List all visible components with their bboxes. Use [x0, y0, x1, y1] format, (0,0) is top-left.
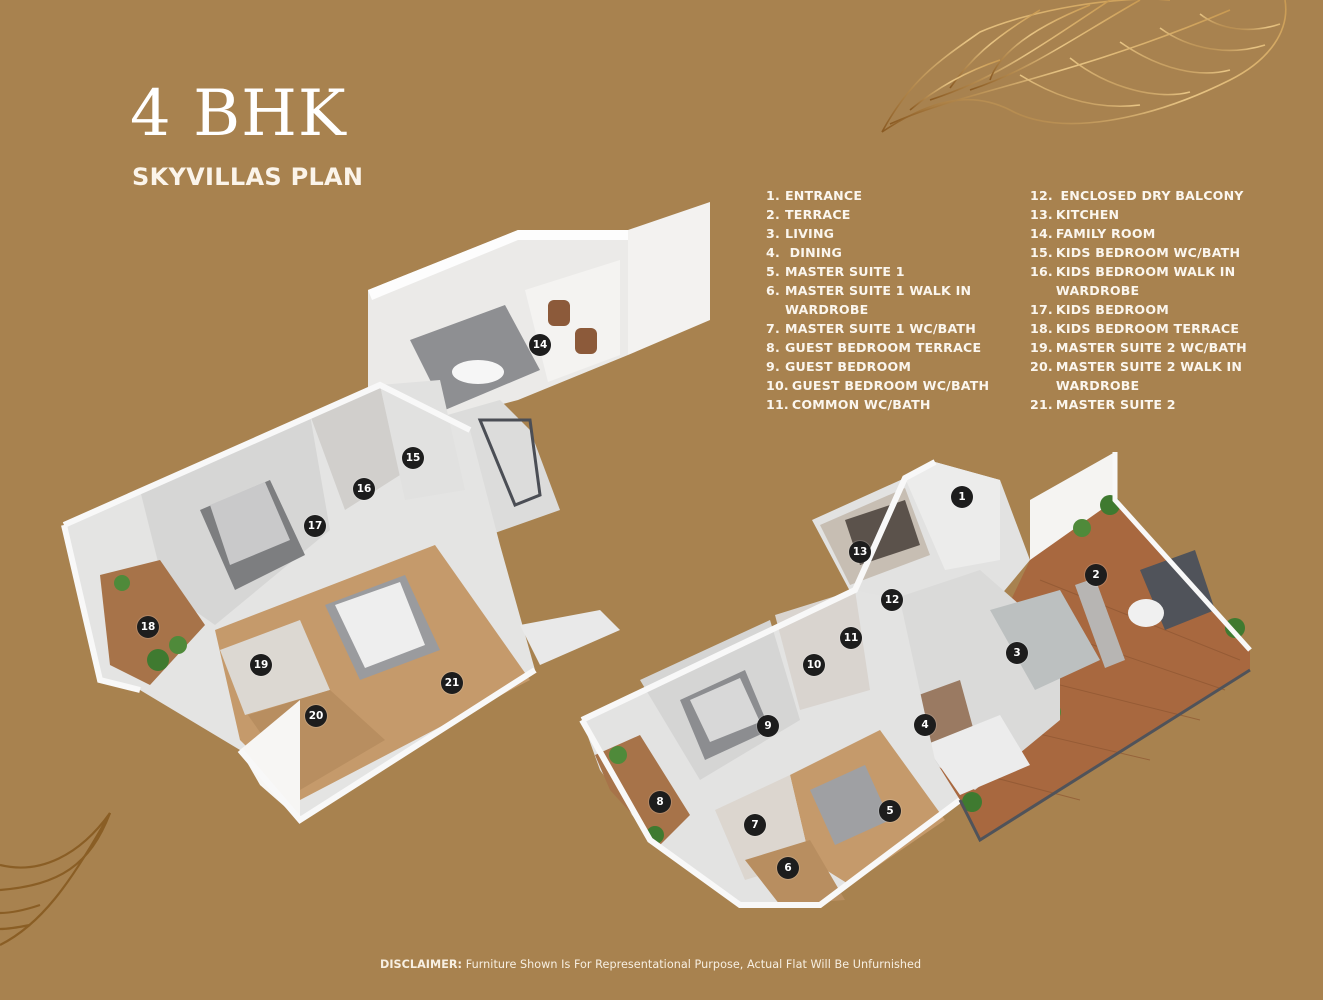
room-marker-5: 5 — [879, 800, 901, 822]
legend-item: 9.GUEST BEDROOM — [766, 359, 912, 374]
legend-item: 20.MASTER SUITE 2 WALK IN WARDROBE — [1030, 359, 1243, 393]
legend-item: 15.KIDS BEDROOM WC/BATH — [1030, 245, 1241, 260]
legend-column-1: 1.ENTRANCE 2.TERRACE 3.LIVING 4. DINING … — [766, 186, 1021, 414]
room-marker-21: 21 — [441, 672, 463, 694]
legend-item: 13.KITCHEN — [1030, 207, 1120, 222]
legend-item: 8.GUEST BEDROOM TERRACE — [766, 340, 982, 355]
disclaimer-label: DISCLAIMER: — [380, 958, 463, 971]
room-marker-18: 18 — [137, 616, 159, 638]
disclaimer: DISCLAIMER: Furniture Shown Is For Repre… — [380, 958, 921, 971]
room-marker-2: 2 — [1085, 564, 1107, 586]
legend-item: 5.MASTER SUITE 1 — [766, 264, 905, 279]
room-marker-13: 13 — [849, 541, 871, 563]
room-marker-6: 6 — [777, 857, 799, 879]
room-marker-15: 15 — [402, 447, 424, 469]
legend-item: 14.FAMILY ROOM — [1030, 226, 1156, 241]
legend-item: 4. DINING — [766, 245, 843, 260]
room-marker-1: 1 — [951, 486, 973, 508]
room-marker-11: 11 — [840, 627, 862, 649]
page-subtitle: SKYVILLAS PLAN — [132, 163, 364, 191]
room-marker-16: 16 — [353, 478, 375, 500]
room-marker-19: 19 — [250, 654, 272, 676]
legend-item: 19.MASTER SUITE 2 WC/BATH — [1030, 340, 1247, 355]
legend-item: 12. ENCLOSED DRY BALCONY — [1030, 188, 1244, 203]
page-title: 4 BHK — [130, 77, 347, 151]
room-marker-3: 3 — [1006, 642, 1028, 664]
room-marker-8: 8 — [649, 791, 671, 813]
room-marker-20: 20 — [305, 705, 327, 727]
legend-item: 21.MASTER SUITE 2 — [1030, 397, 1176, 412]
legend-item: 18.KIDS BEDROOM TERRACE — [1030, 321, 1240, 336]
legend-item: 1.ENTRANCE — [766, 188, 863, 203]
legend-item: 11.COMMON WC/BATH — [766, 397, 931, 412]
legend-item: 2.TERRACE — [766, 207, 851, 222]
room-marker-10: 10 — [803, 654, 825, 676]
legend-column-2: 12. ENCLOSED DRY BALCONY 13.KITCHEN 14.F… — [1030, 186, 1270, 414]
legend-item: 6.MASTER SUITE 1 WALK IN WARDROBE — [766, 283, 972, 317]
legend-item: 10.GUEST BEDROOM WC/BATH — [766, 378, 990, 393]
legend-item: 17.KIDS BEDROOM — [1030, 302, 1169, 317]
room-marker-7: 7 — [744, 814, 766, 836]
legend-item: 16.KIDS BEDROOM WALK IN WARDROBE — [1030, 264, 1236, 298]
legend-item: 3.LIVING — [766, 226, 835, 241]
room-marker-14: 14 — [529, 334, 551, 356]
room-marker-12: 12 — [881, 589, 903, 611]
room-marker-9: 9 — [757, 715, 779, 737]
room-marker-4: 4 — [914, 714, 936, 736]
legend-item: 7.MASTER SUITE 1 WC/BATH — [766, 321, 976, 336]
disclaimer-text: Furniture Shown Is For Representational … — [462, 958, 922, 971]
room-marker-17: 17 — [304, 515, 326, 537]
